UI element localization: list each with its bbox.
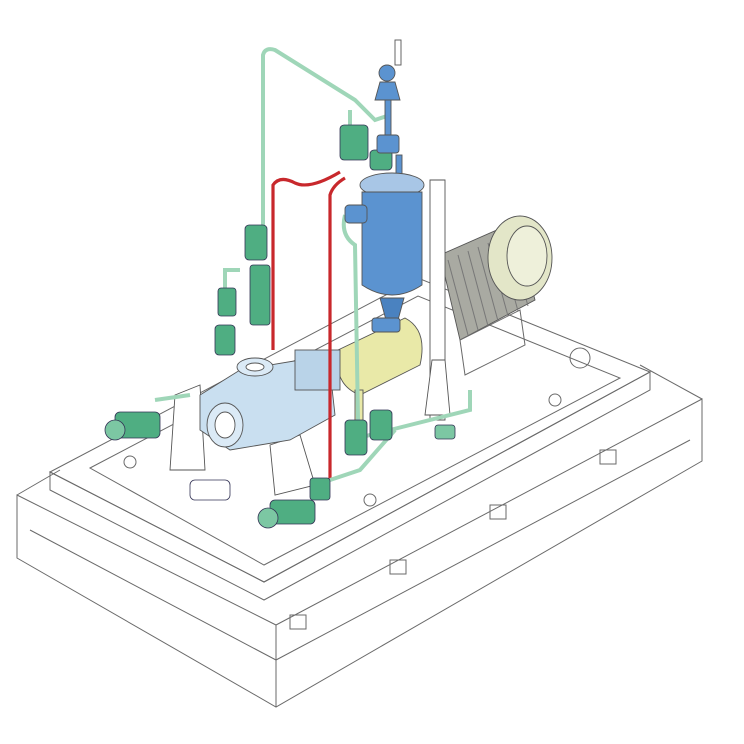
seal-pot-vessel [344,39,425,333]
valves [104,124,456,529]
red-piping [271,170,346,480]
base-skid [16,364,703,708]
electric-motor [439,215,553,376]
centrifugal-pump [169,349,341,496]
support-column [424,179,451,421]
